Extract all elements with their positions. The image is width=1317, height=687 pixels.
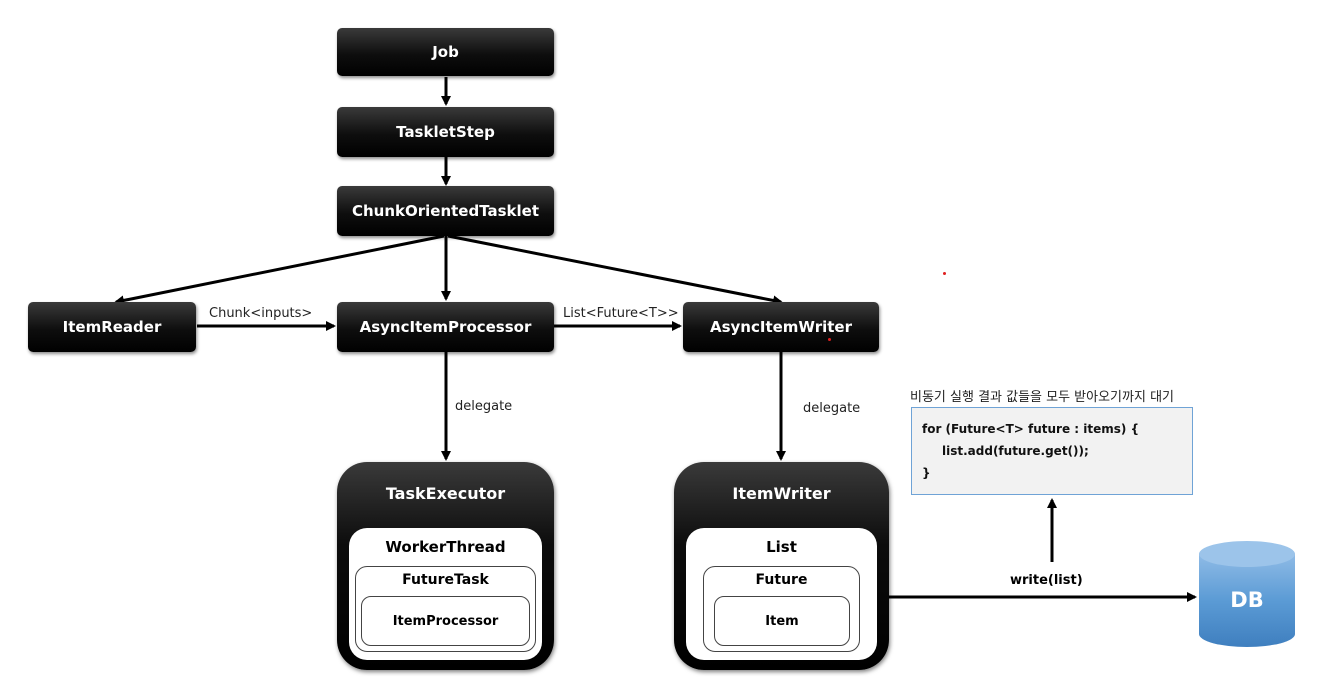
chunkorientedtasklet-node: ChunkOrientedTasklet xyxy=(337,186,554,236)
stray-dot xyxy=(828,338,831,341)
futuretask-title: FutureTask xyxy=(402,572,489,588)
itemreader-node: ItemReader xyxy=(28,302,196,352)
asyncitemprocessor-node: AsyncItemProcessor xyxy=(337,302,554,352)
asyncitemwriter-label: AsyncItemWriter xyxy=(709,318,852,336)
chunkorientedtasklet-label: ChunkOrientedTasklet xyxy=(351,202,540,220)
itemprocessor-box: ItemProcessor xyxy=(361,596,530,646)
stray-dot xyxy=(943,272,946,275)
wait-note-caption: 비동기 실행 결과 값들을 모두 받아오기까지 대기 xyxy=(910,390,1174,405)
workerthread-title: WorkerThread xyxy=(385,538,506,556)
item-label: Item xyxy=(765,613,799,629)
futuretask-box: FutureTask ItemProcessor xyxy=(355,566,536,652)
workerthread-box: WorkerThread FutureTask ItemProcessor xyxy=(349,528,542,660)
code-line: for (Future<T> future : items) { xyxy=(922,422,1140,436)
chunk-inputs-label: Chunk<inputs> xyxy=(209,306,313,321)
taskletstep-label: TaskletStep xyxy=(396,123,495,141)
code-line: } xyxy=(922,466,931,480)
asyncitemwriter-node: AsyncItemWriter xyxy=(683,302,879,352)
itemwriter-title: ItemWriter xyxy=(732,484,831,503)
taskletstep-node: TaskletStep xyxy=(337,107,554,157)
taskexecutor-title: TaskExecutor xyxy=(385,484,506,503)
database-icon: DB xyxy=(1198,540,1296,648)
future-title: Future xyxy=(755,572,808,588)
write-list-label: write(list) xyxy=(1010,573,1083,588)
job-label: Job xyxy=(432,43,459,61)
taskexecutor-container: TaskExecutor WorkerThread FutureTask Ite… xyxy=(337,462,554,670)
code-snippet-box: for (Future<T> future : items) { list.ad… xyxy=(911,407,1193,495)
db-label: DB xyxy=(1230,588,1264,612)
delegate-writer-label: delegate xyxy=(803,401,861,416)
future-box: Future Item xyxy=(703,566,860,652)
item-box: Item xyxy=(714,596,850,646)
list-future-label: List<Future<T>> xyxy=(563,306,679,321)
delegate-processor-label: delegate xyxy=(455,399,513,414)
itemwriter-container: ItemWriter List Future Item xyxy=(674,462,889,670)
list-box: List Future Item xyxy=(686,528,877,660)
asyncitemprocessor-label: AsyncItemProcessor xyxy=(359,318,532,336)
arrow-tasklet-to-reader xyxy=(114,234,445,306)
list-title: List xyxy=(766,538,797,556)
job-node: Job xyxy=(337,28,554,76)
itemreader-label: ItemReader xyxy=(62,318,162,336)
code-line: list.add(future.get()); xyxy=(942,444,1089,458)
itemprocessor-label: ItemProcessor xyxy=(392,613,499,629)
arrow-tasklet-to-writer xyxy=(447,234,783,306)
